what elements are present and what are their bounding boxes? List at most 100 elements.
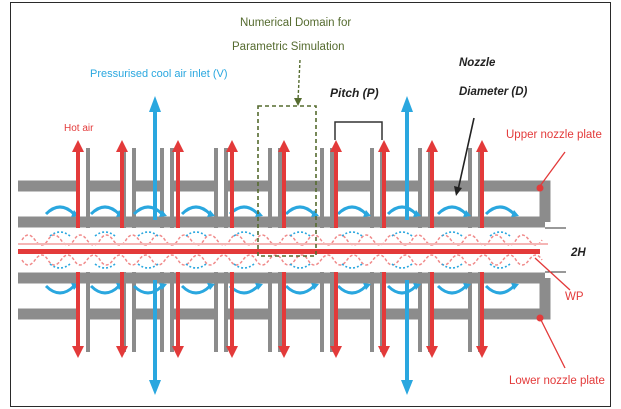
cool-inlet-lower-shaft bbox=[153, 280, 157, 390]
cool-inlet-shaft bbox=[153, 102, 157, 220]
crossflow-blue-lower bbox=[489, 263, 511, 269]
cool-swirl-upper-head bbox=[413, 210, 421, 217]
cool-swirl-upper-head bbox=[159, 210, 167, 217]
cool-inlet-lower-head bbox=[401, 380, 413, 395]
hot-arrow-down-shaft bbox=[282, 272, 286, 350]
cool-swirl-lower bbox=[386, 284, 418, 295]
hot-air-label: Hot air bbox=[64, 123, 94, 134]
cool-swirl-lower bbox=[132, 284, 164, 295]
hot-arrow-up-shaft bbox=[282, 148, 286, 228]
domain-label-line1: Numerical Domain for bbox=[240, 17, 351, 29]
cool-swirl-lower bbox=[484, 284, 516, 295]
cool-swirl-upper-head bbox=[207, 210, 215, 217]
lower-plate-callout bbox=[539, 317, 566, 369]
image-frame bbox=[10, 2, 611, 407]
domain-pointer bbox=[297, 59, 301, 101]
cool-swirl-upper bbox=[484, 205, 516, 216]
diameter-pointer bbox=[457, 117, 475, 191]
cool-swirl-lower-head bbox=[159, 283, 167, 290]
pitch-bracket bbox=[334, 121, 383, 140]
hot-arrow-down-shaft bbox=[382, 272, 386, 350]
cool-swirl-lower-head bbox=[511, 283, 519, 290]
hot-arrow-up-head bbox=[476, 140, 488, 152]
cool-swirl-lower bbox=[44, 284, 76, 295]
cool-swirl-lower-head bbox=[311, 283, 319, 290]
crossflow-blue-lower bbox=[137, 263, 159, 269]
crossflow-blue-lower bbox=[49, 263, 71, 269]
hot-arrow-up-head bbox=[278, 140, 290, 152]
hot-arrow-up-head bbox=[378, 140, 390, 152]
nozzle-diameter-label-line1: Nozzle bbox=[459, 57, 496, 69]
hot-arrow-down-head bbox=[278, 346, 290, 358]
upper-plate-callout bbox=[539, 151, 566, 187]
crossflow-upper-wave bbox=[21, 234, 543, 246]
crossflow-lower-wave bbox=[21, 254, 543, 266]
cool-swirl-upper bbox=[228, 205, 260, 216]
hot-arrow-up-shaft bbox=[230, 148, 234, 228]
cool-inlet-shaft bbox=[405, 102, 409, 220]
hot-arrow-up-shaft bbox=[76, 148, 80, 228]
hot-arrow-down-head bbox=[476, 346, 488, 358]
cool-inlet-head bbox=[401, 96, 413, 112]
diameter-pointer-head bbox=[454, 186, 462, 196]
cool-swirl-upper-head bbox=[511, 210, 519, 217]
cool-swirl-lower-head bbox=[413, 283, 421, 290]
hot-arrow-up-head bbox=[226, 140, 238, 152]
wp-label: WP bbox=[565, 291, 584, 303]
lower-plate-label: Lower nozzle plate bbox=[509, 375, 605, 387]
cool-swirl-upper bbox=[89, 205, 121, 216]
cool-swirl-upper-head bbox=[311, 210, 319, 217]
hot-arrow-down-shaft bbox=[480, 272, 484, 350]
crossflow-blue-upper bbox=[233, 231, 255, 237]
crossflow-blue-upper bbox=[489, 231, 511, 237]
hot-arrow-up-head bbox=[72, 140, 84, 152]
hot-arrow-down-shaft bbox=[230, 272, 234, 350]
wp-callout bbox=[534, 257, 571, 291]
cool-swirl-upper-head bbox=[363, 210, 371, 217]
hot-arrow-up-shaft bbox=[480, 148, 484, 228]
upper-plate-dot bbox=[536, 184, 544, 192]
cool-inlet-lower-shaft bbox=[405, 280, 409, 390]
hot-arrow-up-head bbox=[172, 140, 184, 152]
crossflow-blue-lower bbox=[94, 263, 116, 269]
crossflow-blue-upper bbox=[289, 231, 311, 237]
hot-arrow-up-head bbox=[116, 140, 128, 152]
crossflow-blue-lower bbox=[341, 263, 363, 269]
domain-pointer-head bbox=[294, 98, 302, 106]
cool-air-flow bbox=[44, 96, 519, 395]
crossflow-blue-upper bbox=[441, 231, 463, 237]
workpiece-wp-line bbox=[18, 249, 540, 254]
cool-swirl-lower-head bbox=[463, 283, 471, 290]
cool-swirl-lower bbox=[336, 284, 368, 295]
hot-arrow-up-head bbox=[426, 140, 438, 152]
cool-swirl-upper bbox=[436, 205, 468, 216]
hot-arrow-up-shaft bbox=[430, 148, 434, 228]
hot-arrow-down-head bbox=[116, 346, 128, 358]
hot-arrow-up-shaft bbox=[382, 148, 386, 228]
numerical-domain-box bbox=[257, 105, 317, 257]
cool-swirl-lower bbox=[180, 284, 212, 295]
crossflow-blue-lower bbox=[289, 263, 311, 269]
hot-arrow-up-shaft bbox=[334, 148, 338, 228]
cool-inlet-label: Pressurised cool air inlet (V) bbox=[90, 68, 228, 80]
hot-arrow-down-shaft bbox=[334, 272, 338, 350]
crossflow-blue-lower bbox=[185, 263, 207, 269]
crossflow-blue-lower bbox=[441, 263, 463, 269]
hot-air-flow bbox=[72, 140, 488, 358]
domain-label-line2: Parametric Simulation bbox=[232, 41, 344, 53]
crossflow-blue-lower bbox=[391, 263, 413, 269]
cool-inlet-head bbox=[149, 96, 161, 112]
hot-arrow-down-head bbox=[330, 346, 342, 358]
crossflow-blue-upper bbox=[94, 231, 116, 237]
workpiece-halo bbox=[18, 243, 548, 245]
crossflow-blue-upper bbox=[49, 231, 71, 237]
crossflow-blue-lower bbox=[233, 263, 255, 269]
crossflow-blue-upper bbox=[137, 231, 159, 237]
hot-arrow-down-head bbox=[72, 346, 84, 358]
hot-arrow-down-head bbox=[378, 346, 390, 358]
cool-swirl-lower bbox=[284, 284, 316, 295]
cool-swirl-upper bbox=[284, 205, 316, 216]
cool-swirl-upper bbox=[386, 205, 418, 216]
